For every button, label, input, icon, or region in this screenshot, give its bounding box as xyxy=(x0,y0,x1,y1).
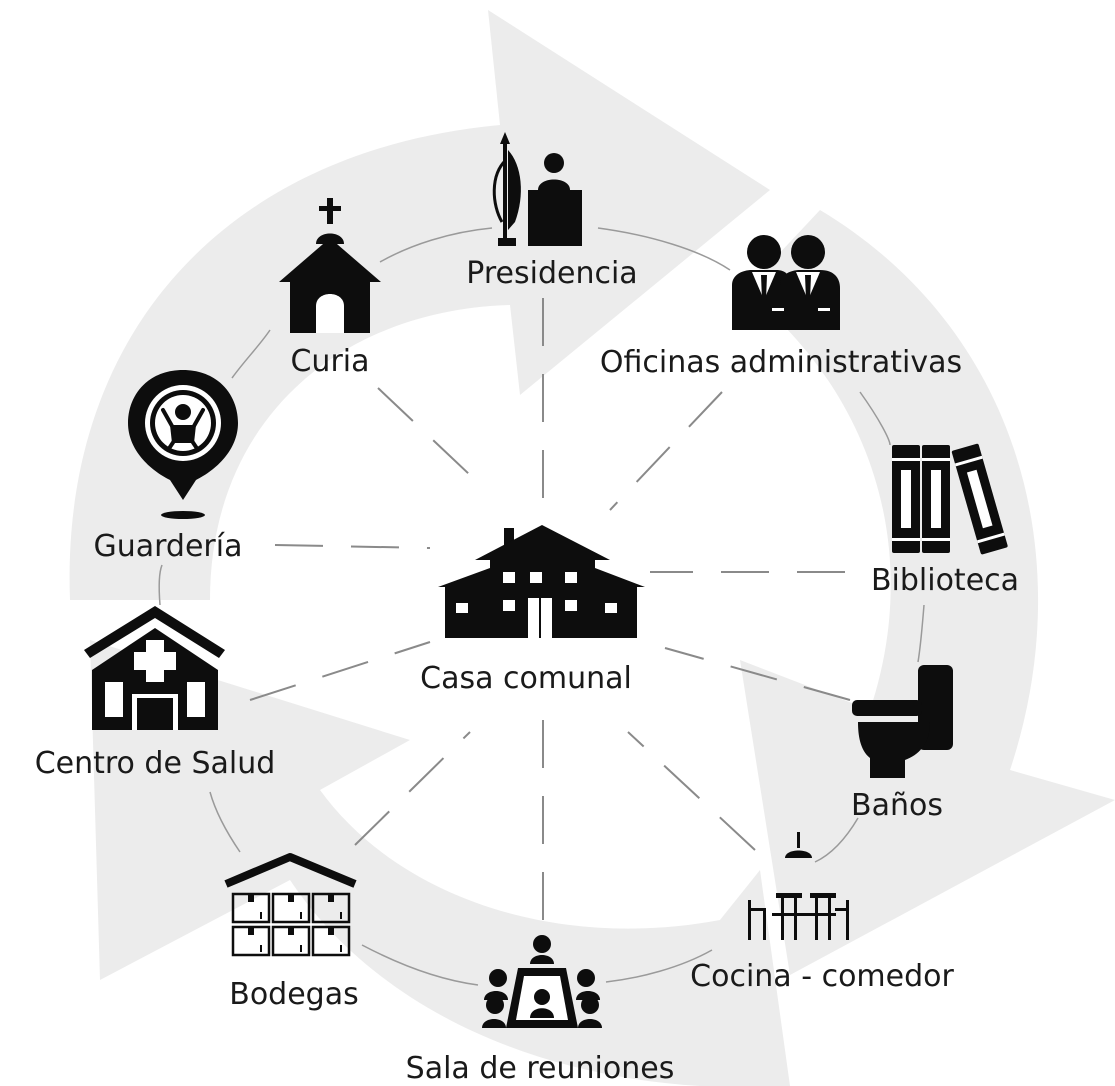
center-label: Casa comunal xyxy=(420,661,632,696)
node-salud[interactable]: Centro de Salud xyxy=(35,606,276,781)
businessmen-icon xyxy=(732,235,840,330)
baby-pin-icon xyxy=(128,370,238,519)
node-guarderia[interactable]: Guardería xyxy=(93,370,243,564)
node-bodegas[interactable]: Bodegas xyxy=(224,853,359,1012)
guarderia-label: Guardería xyxy=(93,529,242,564)
banos-label: Baños xyxy=(851,788,943,823)
node-biblioteca[interactable]: Biblioteca xyxy=(871,443,1019,598)
cycle-arrow-bottom xyxy=(90,640,790,1086)
center-node[interactable]: Casa comunal xyxy=(420,525,645,696)
sala-label: Sala de reuniones xyxy=(406,1051,675,1086)
dining-table-icon xyxy=(748,832,849,940)
salud-label: Centro de Salud xyxy=(35,746,276,781)
node-curia[interactable]: Curia xyxy=(279,198,381,379)
meeting-table-icon xyxy=(482,935,602,1028)
presidencia-label: Presidencia xyxy=(466,256,637,291)
community-house-icon xyxy=(438,525,645,638)
node-sala[interactable]: Sala de reuniones xyxy=(406,935,675,1086)
podium-flag-icon xyxy=(492,132,582,246)
health-center-icon xyxy=(84,606,225,730)
node-banos[interactable]: Baños xyxy=(851,665,953,823)
background-cycle-arrows xyxy=(69,10,1115,1086)
node-presidencia[interactable]: Presidencia xyxy=(466,132,638,291)
books-icon xyxy=(892,443,1008,555)
biblioteca-label: Biblioteca xyxy=(871,563,1019,598)
bodegas-label: Bodegas xyxy=(229,977,359,1012)
curia-label: Curia xyxy=(290,344,369,379)
cycle-arrow-top xyxy=(69,10,770,600)
church-icon xyxy=(279,198,381,333)
outer-ring xyxy=(158,227,925,986)
toilet-icon xyxy=(852,665,953,778)
node-oficinas[interactable]: Oficinas administrativas xyxy=(600,235,962,380)
oficinas-label: Oficinas administrativas xyxy=(600,345,962,380)
node-cocina[interactable]: Cocina - comedor xyxy=(690,832,955,994)
warehouse-boxes-icon xyxy=(224,853,357,957)
dashed-spokes xyxy=(249,298,851,920)
cycle-arrow-right xyxy=(740,210,1115,975)
cocina-label: Cocina - comedor xyxy=(690,959,954,994)
